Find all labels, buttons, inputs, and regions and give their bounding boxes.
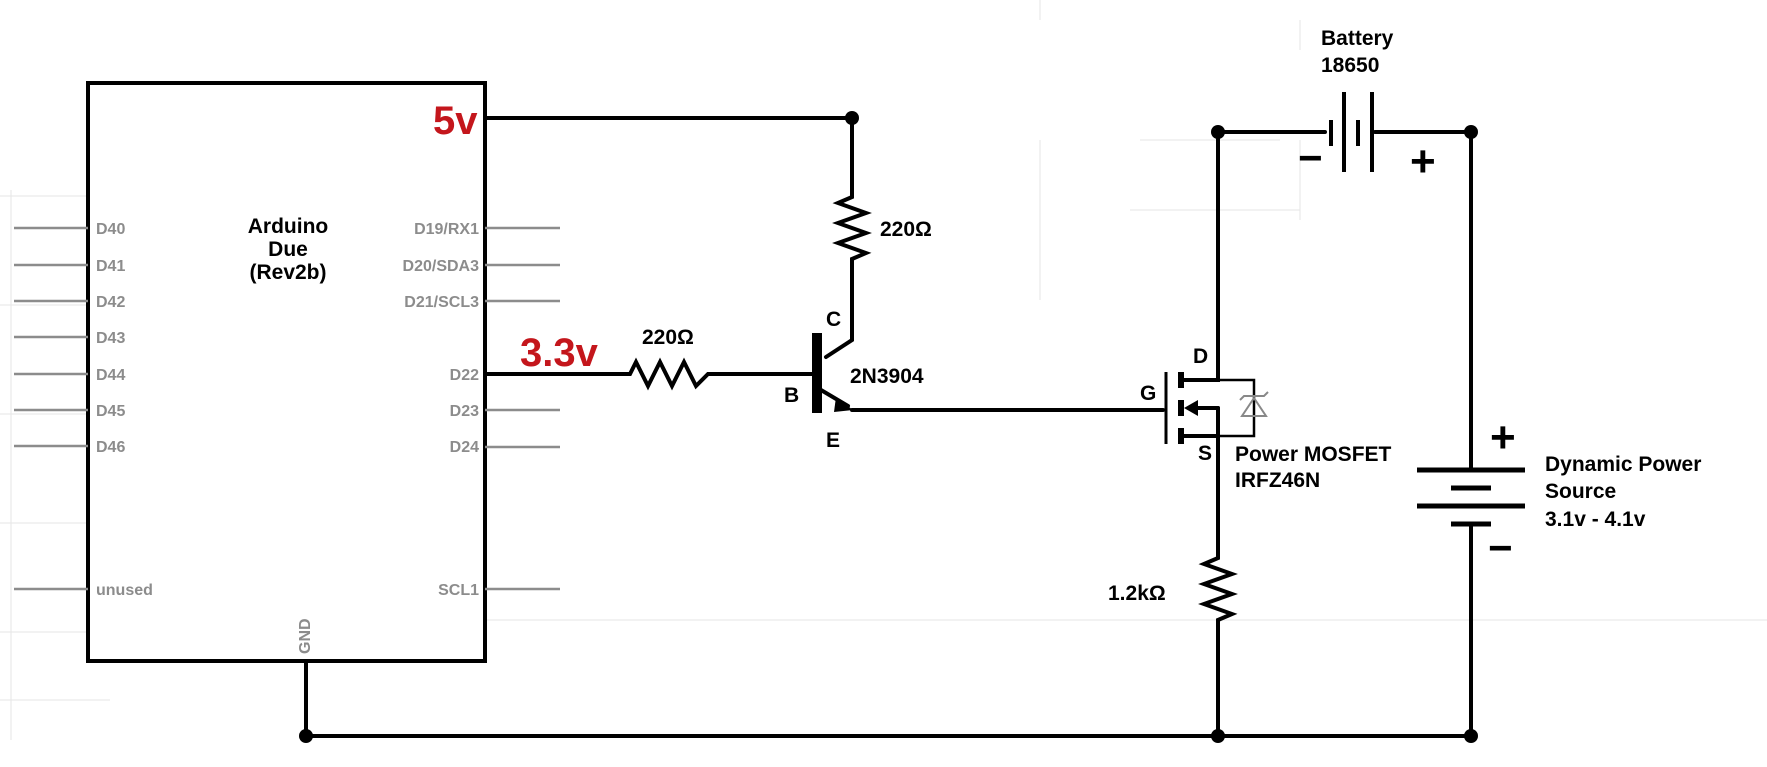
source-resistor-circuit: 1.2kΩ [1108, 458, 1238, 738]
battery-plus-sign: + [1410, 137, 1436, 186]
mosfet-name-line1: Power MOSFET [1235, 443, 1392, 466]
junction-gnd-left [299, 729, 313, 743]
arduino-name-line2: Due [268, 238, 308, 261]
pin-label-unused: unused [96, 582, 153, 599]
left-pin-group: D40 D41 D42 D43 D44 D45 D46 unused [14, 221, 153, 599]
pin-label-d40: D40 [96, 221, 125, 238]
base-circuit: 220Ω [483, 326, 817, 391]
background-grid [0, 0, 1767, 740]
voltage-label-3v3: 3.3v [520, 331, 599, 375]
source-plus-sign: + [1490, 413, 1516, 462]
pin-label-scl1: SCL1 [438, 582, 479, 599]
arduino-name-line1: Arduino [248, 215, 328, 238]
pin-label-d44: D44 [96, 367, 125, 384]
resistor-220-base [483, 357, 817, 391]
pin-label-d43: D43 [96, 330, 125, 347]
resistor-label-r2: 220Ω [880, 218, 932, 241]
wire-collector [824, 264, 854, 359]
junction-5v [845, 111, 859, 125]
collector-circuit: 220Ω [483, 111, 932, 359]
wire-ground [304, 659, 1473, 738]
source-minus-sign: − [1488, 524, 1513, 571]
battery-minus-sign: − [1298, 134, 1323, 181]
pin-label-d23: D23 [450, 403, 479, 420]
resistor-label-r3: 1.2kΩ [1108, 582, 1166, 605]
battery-label-line1: Battery [1321, 27, 1394, 50]
junction-battery-minus [1211, 125, 1225, 139]
mosfet-label-drain: D [1193, 345, 1208, 368]
resistor-1k2 [1198, 458, 1238, 738]
pin-label-d20: D20/SDA3 [403, 258, 480, 275]
arduino-name-line3: (Rev2b) [249, 261, 326, 284]
right-pin-group: D19/RX1 D20/SDA3 D21/SCL3 D22 D23 D24 SC… [297, 221, 560, 654]
transistor-part-label: 2N3904 [850, 365, 924, 388]
battery-18650: Battery 18650 − + [1298, 27, 1478, 472]
transistor-emitter-arrow [834, 397, 853, 412]
wire-5v [483, 116, 854, 192]
ground-bus [299, 659, 1478, 743]
junction-gnd-right [1464, 729, 1478, 743]
transistor-label-base: B [784, 384, 799, 407]
battery-label-line2: 18650 [1321, 54, 1379, 77]
arduino-board [86, 81, 487, 663]
resistor-label-r1: 220Ω [642, 326, 694, 349]
pin-label-d19: D19/RX1 [414, 221, 479, 238]
mosfet-label-source: S [1198, 442, 1212, 465]
mosfet-body-arrow [1184, 400, 1198, 416]
pin-label-d46: D46 [96, 439, 125, 456]
pin-label-gnd: GND [297, 618, 314, 654]
voltage-label-5v: 5v [433, 99, 478, 143]
source-label-line2: Source [1545, 480, 1616, 503]
transistor-2n3904: C B E 2N3904 [784, 308, 924, 452]
mosfet-diode-triangle [1240, 396, 1268, 417]
pin-label-d24: D24 [450, 439, 479, 456]
transistor-label-emitter: E [826, 429, 840, 452]
transistor-label-collector: C [826, 308, 841, 331]
junction-gnd-mid [1211, 729, 1225, 743]
source-label-line3: 3.1v - 4.1v [1545, 508, 1646, 531]
pin-label-d22: D22 [450, 367, 479, 384]
pin-label-d21: D21/SCL3 [404, 294, 479, 311]
pin-label-d42: D42 [96, 294, 125, 311]
mosfet-name-line2: IRFZ46N [1235, 469, 1320, 492]
pin-label-d45: D45 [96, 403, 125, 420]
mosfet-irfz46n: G D S Power MOSFET IRFZ46N [1140, 345, 1392, 492]
pin-label-d41: D41 [96, 258, 125, 275]
junction-battery-plus [1464, 125, 1478, 139]
dynamic-power-source: + − Dynamic Power Source 3.1v - 4.1v [1417, 413, 1701, 738]
mosfet-diode-loop [1218, 378, 1256, 438]
source-label-line1: Dynamic Power [1545, 453, 1701, 476]
mosfet-label-gate: G [1140, 382, 1156, 405]
resistor-220-collector [832, 188, 872, 268]
mosfet-diode-bar [1239, 391, 1269, 401]
